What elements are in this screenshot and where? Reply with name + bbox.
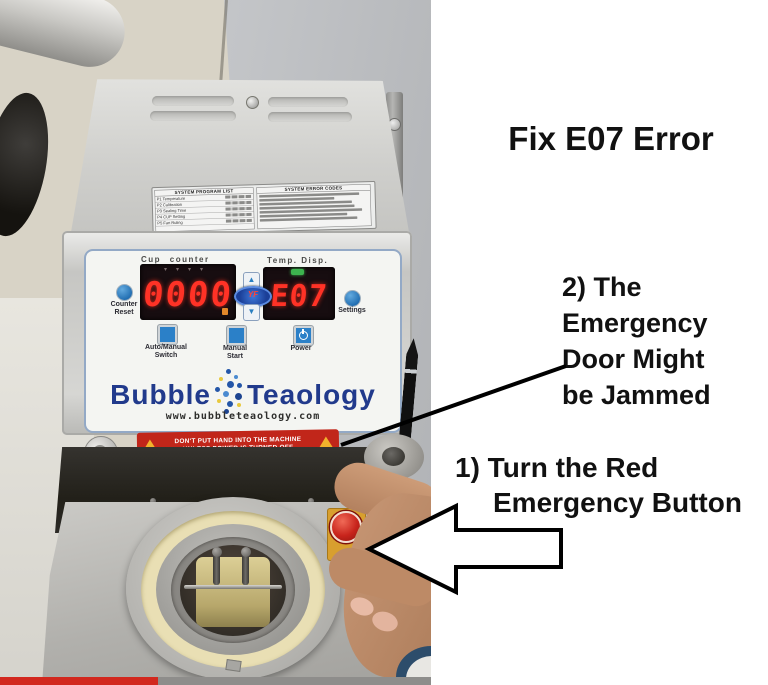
vent-slot <box>268 97 348 107</box>
brand-text-teaology: Teaology <box>247 379 376 410</box>
settings-button <box>344 290 361 307</box>
bolt <box>308 498 314 504</box>
temp-disp-label: Temp. Disp. <box>267 256 329 265</box>
brand-website: www.bubbleteaology.com <box>165 411 321 422</box>
display-indicator-icons: ▾▾▾▾ <box>163 267 213 273</box>
step2-text: 2) The Emergency Door Might be Jammed <box>562 272 711 410</box>
vent-slot <box>152 96 234 106</box>
bolt <box>150 498 156 504</box>
brand-text-bubble: Bubble <box>110 379 212 410</box>
brand-logo: Bubble Teaology <box>86 369 400 415</box>
video-progress-bar[interactable] <box>0 677 431 685</box>
power-label: Power <box>290 345 312 352</box>
step1-text: 1) Turn the Red Emergency Button <box>455 452 742 518</box>
vent-slot <box>150 111 236 121</box>
cup-counter-display: ▾▾▾▾ 0000 <box>140 264 236 320</box>
bubble-cluster-icon <box>214 369 244 415</box>
display-orange-indicator <box>222 308 228 315</box>
power-icon <box>299 329 308 340</box>
page-title: Fix E07 Error <box>508 120 714 157</box>
cup-counter-label: Cup counter <box>141 255 210 264</box>
temp-display-value: E07 <box>268 279 330 314</box>
video-frame-photo: SYSTEM PROGRAM LIST P1 Temperature P2 Ca… <box>0 0 431 685</box>
film-roll-arm-tip <box>0 87 59 242</box>
system-program-sticker: SYSTEM PROGRAM LIST P1 Temperature P2 Ca… <box>151 180 377 236</box>
settings-label: Settings <box>338 307 366 314</box>
emergency-door-mechanism <box>196 547 270 627</box>
control-panel: Cup counter Temp. Disp. ▾▾▾▾ 0000 E07 ▲ … <box>84 249 402 433</box>
down-arrow-button: ▼ <box>243 304 260 321</box>
film-roll-arm <box>0 0 133 75</box>
ring-tab <box>225 659 242 672</box>
display-green-indicator <box>291 269 304 275</box>
mechanism-pin <box>211 547 222 585</box>
mechanism-pin <box>240 547 251 585</box>
vent-slot <box>268 112 352 122</box>
up-arrow-button: ▲ <box>243 272 260 289</box>
manual-start-button <box>227 326 246 345</box>
power-button <box>294 326 313 345</box>
video-progress-played <box>0 677 158 685</box>
temp-display: E07 <box>263 267 335 320</box>
screw <box>246 96 259 109</box>
auto-manual-switch-button <box>158 325 177 344</box>
mechanism-bar <box>184 585 282 589</box>
sealing-cavity <box>180 545 286 636</box>
counter-reset-button <box>116 284 133 301</box>
